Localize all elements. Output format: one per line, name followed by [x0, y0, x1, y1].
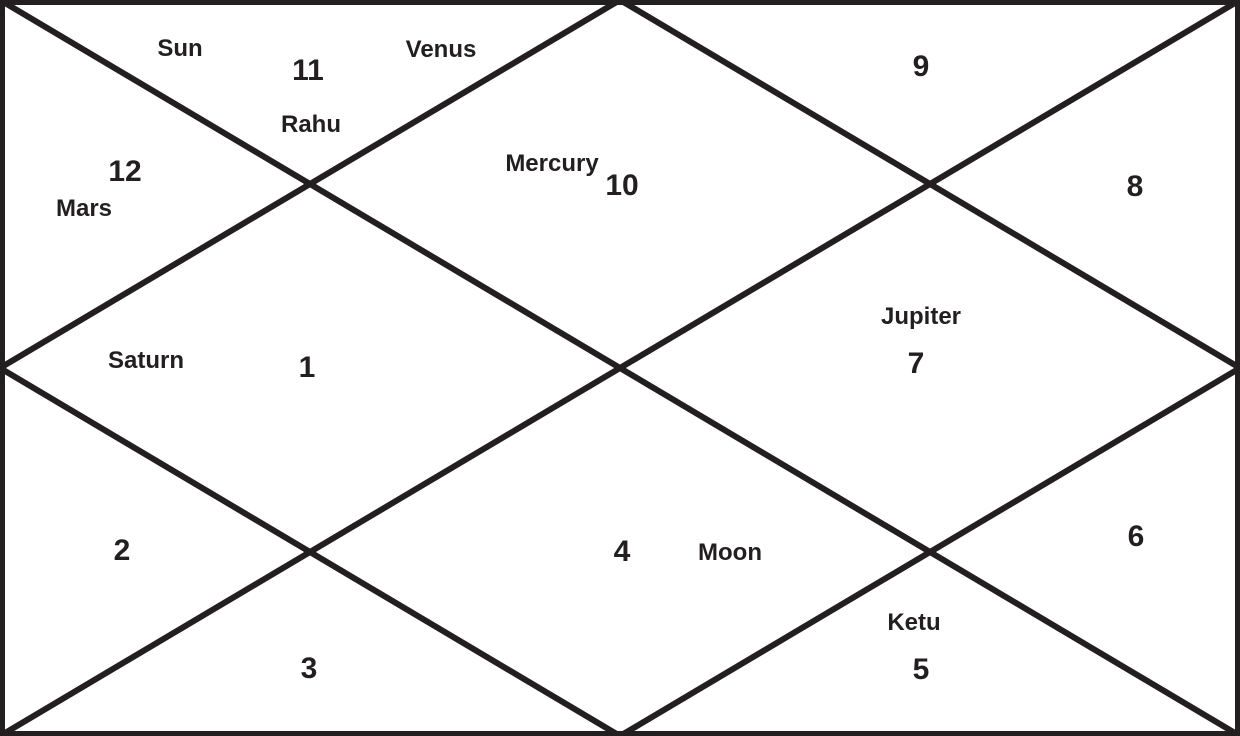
- rhombus-bottom-right-edge: [618, 365, 1240, 736]
- house-11-number: 11: [292, 54, 324, 87]
- planet-mars-label: Mars: [55, 195, 113, 222]
- rhombus-top-right-edge: [618, 0, 1240, 371]
- house-1-number: 1: [298, 351, 316, 384]
- planet-sun-label: Sun: [157, 35, 203, 62]
- house-9-number: 9: [912, 50, 930, 83]
- planet-mercury-label: Mercury: [505, 150, 599, 177]
- rhombus-top-left-edge: [0, 0, 622, 371]
- house-6-number: 6: [1127, 520, 1145, 553]
- planet-ketu-label: Ketu: [887, 609, 941, 636]
- rhombus-bottom-left-edge: [0, 365, 622, 736]
- house-10-number: 10: [605, 169, 639, 202]
- planet-rahu-label: Rahu: [281, 111, 341, 138]
- house-5-number: 5: [912, 653, 930, 686]
- house-4-number: 4: [613, 535, 631, 568]
- planet-saturn-label: Saturn: [107, 347, 185, 374]
- house-7-number: 7: [907, 347, 925, 380]
- house-8-number: 8: [1126, 170, 1144, 203]
- planet-venus-label: Venus: [405, 36, 477, 63]
- planet-jupiter-label: Jupiter: [880, 303, 962, 330]
- planet-moon-label: Moon: [698, 539, 762, 566]
- house-12-number: 12: [108, 155, 142, 188]
- house-2-number: 2: [113, 534, 131, 567]
- house-3-number: 3: [300, 652, 318, 685]
